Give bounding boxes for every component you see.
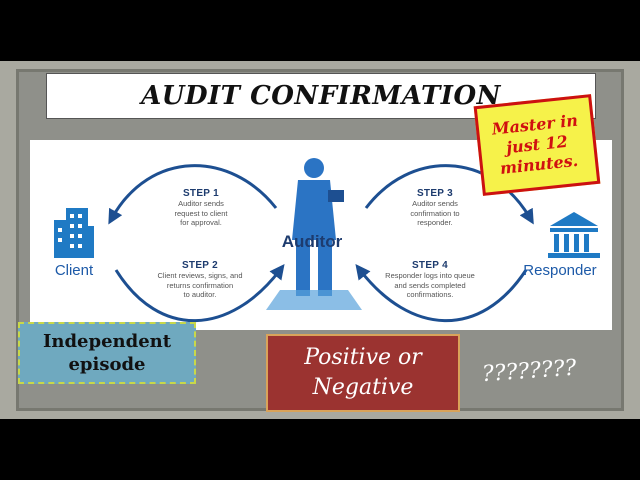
diagram-graphics [54, 158, 600, 323]
master-badge-text: Master in just 12 minutes. [490, 110, 580, 178]
step4-desc-line: and sends completed [394, 280, 466, 290]
auditor-label: Auditor [281, 232, 343, 251]
step4-desc-line: confirmations. [406, 290, 454, 299]
step4-block: STEP 4 Responder logs into queue and sen… [368, 260, 492, 300]
positive-label-line: Positive or [304, 345, 422, 370]
step1-title: STEP 1 [182, 188, 220, 199]
step3-desc-line: confirmation to [410, 208, 460, 218]
step3-block: STEP 3 Auditor sends confirmation to res… [390, 188, 480, 228]
arrow-step4 [355, 264, 528, 323]
client-label: Client [54, 262, 94, 279]
step4-desc-line: Responder logs into queue [385, 271, 475, 280]
independent-label-line: episode [68, 354, 146, 375]
bank-icon [548, 212, 600, 258]
master-badge: Master in just 12 minutes. [473, 94, 601, 196]
responder-label: Responder [523, 262, 597, 279]
step1-desc-line: Auditor sends [178, 199, 224, 208]
step2-title: STEP 2 [181, 260, 219, 271]
arrow-step1 [108, 164, 278, 225]
independent-label-line: Independent [42, 331, 172, 352]
page-title: AUDIT CONFIRMATION [141, 81, 501, 111]
arrow-step3 [364, 164, 534, 225]
step2-desc-line: returns confirmation [166, 280, 234, 290]
step3-desc-line: responder. [417, 218, 453, 227]
step3-desc-line: Auditor sends [412, 199, 458, 208]
auditor-person-icon [266, 158, 362, 310]
step2-block: STEP 2 Client reviews, signs, and return… [140, 260, 260, 300]
arrow-step2 [114, 264, 285, 323]
step2-desc-line: to auditor. [183, 290, 217, 299]
positive-negative-box: Positive or Negative [266, 334, 460, 412]
independent-episode-box: Independent episode [18, 322, 196, 384]
building-icon [54, 208, 94, 258]
positive-label-line: Negative [312, 375, 414, 400]
step1-desc-line: for approval. [180, 218, 222, 227]
step4-title: STEP 4 [411, 260, 449, 271]
step1-desc-line: request to client [174, 208, 228, 218]
step2-desc-line: Client reviews, signs, and [157, 271, 243, 280]
step3-title: STEP 3 [416, 188, 454, 199]
step1-block: STEP 1 Auditor sends request to client f… [156, 188, 246, 228]
